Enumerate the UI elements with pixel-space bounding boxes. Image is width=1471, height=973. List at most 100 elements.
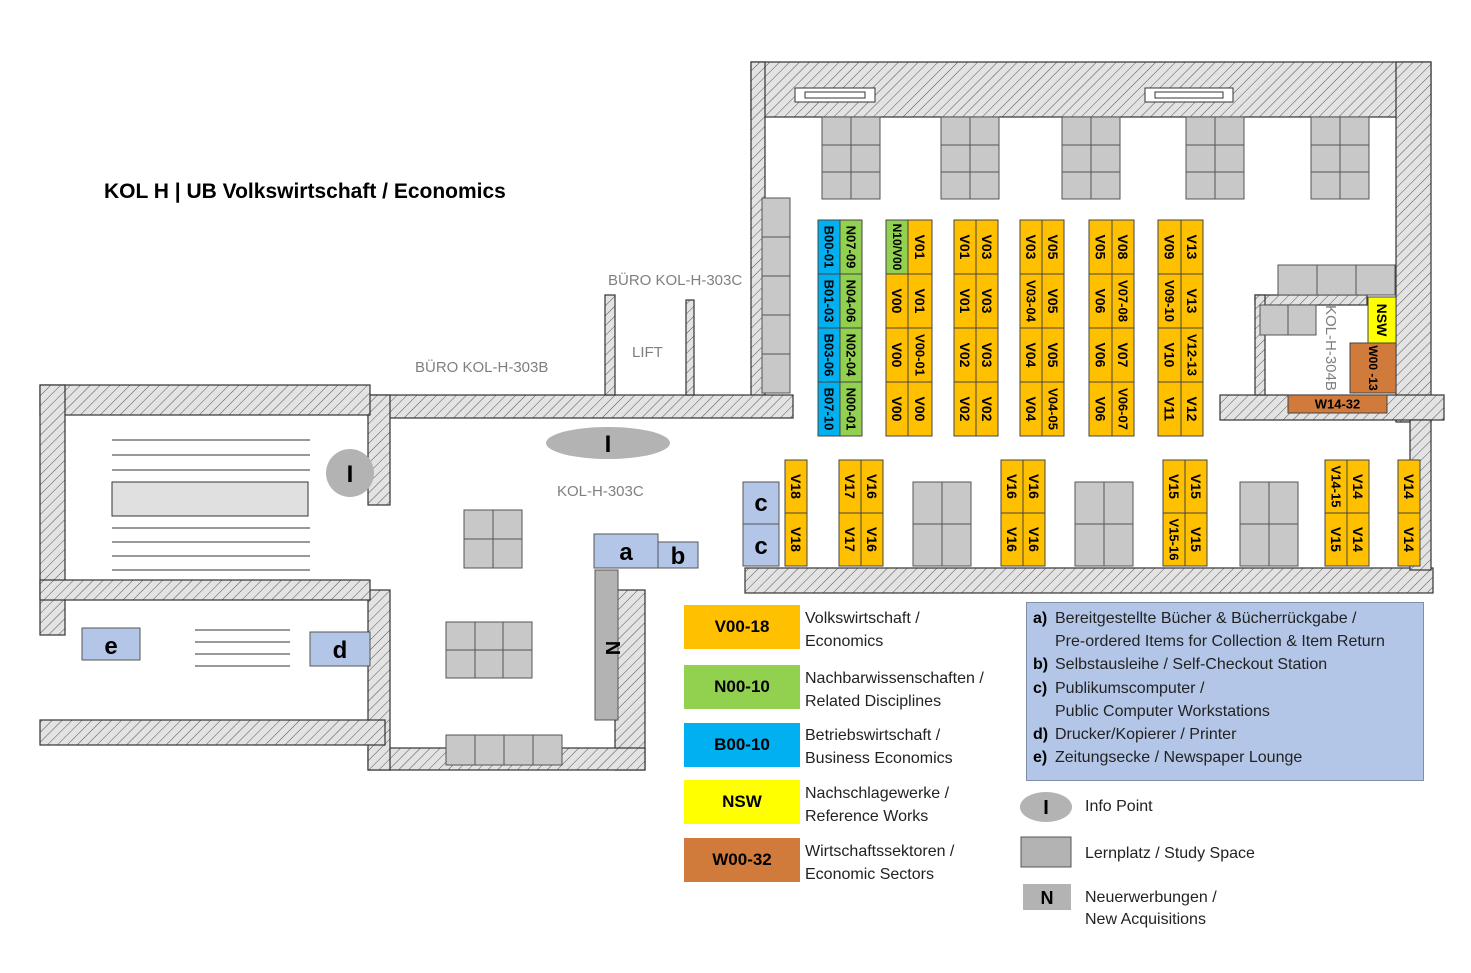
shelf-b7-0[interactable]: V15 (1184, 459, 1208, 514)
shelf-c4-1[interactable]: V03 (975, 273, 999, 329)
shelf-n_col-3[interactable]: N00-01 (839, 381, 863, 437)
shelf-b4-0[interactable]: V16 (1000, 459, 1024, 514)
shelf-b2-0[interactable]: V17 (838, 459, 862, 514)
shelf-c7-2[interactable]: V06 (1088, 327, 1113, 383)
shelf-c6-3[interactable]: V04-05 (1041, 381, 1065, 437)
shelf-b_col-2[interactable]: B03-06 (817, 327, 841, 383)
info-point-stair[interactable]: I (326, 449, 374, 497)
shelf-label: V16 (1004, 474, 1020, 499)
shelf-c8-2[interactable]: V07 (1111, 327, 1135, 383)
shelf-c9-2[interactable]: V10 (1157, 327, 1182, 383)
service-b-self-checkout[interactable]: b (657, 541, 699, 570)
shelf-c2-3[interactable]: V00 (907, 381, 933, 437)
service-c-computer-1[interactable]: c (742, 481, 780, 525)
shelf-b9-0[interactable]: V14 (1346, 459, 1370, 514)
room-label-303c: KOL-H-303C (557, 483, 644, 500)
shelf-c6-1[interactable]: V05 (1041, 273, 1065, 329)
shelf-label: V16 (1004, 527, 1020, 552)
shelf-b9-1[interactable]: V14 (1346, 512, 1370, 567)
info-symbol: I (605, 431, 612, 458)
info-point-hall[interactable]: I (546, 427, 670, 459)
shelf-w00-13[interactable]: W00 -13 (1349, 342, 1397, 394)
shelf-c2-2[interactable]: V00-01 (907, 327, 933, 383)
shelf-c5-1[interactable]: V03-04 (1019, 273, 1043, 329)
shelf-label: V06 (1093, 397, 1109, 422)
shelf-c9-3[interactable]: V11 (1157, 381, 1182, 437)
shelf-c6-2[interactable]: V05 (1041, 327, 1065, 383)
shelf-nsw[interactable]: NSW (1367, 296, 1397, 344)
shelf-c10-0[interactable]: V13 (1180, 219, 1204, 275)
shelf-n_col-1[interactable]: N04-06 (839, 273, 863, 329)
new-acquisitions-shelf[interactable]: N (594, 569, 623, 721)
shelf-b8-1[interactable]: V15 (1324, 512, 1348, 567)
shelf-c5-3[interactable]: V04 (1019, 381, 1043, 437)
shelf-n_col-2[interactable]: N02-04 (839, 327, 863, 383)
shelf-c1-0[interactable]: N10/V00 (885, 219, 909, 275)
shelf-b6-1[interactable]: V15-16 (1162, 512, 1186, 567)
shelf-segment-fill (1111, 381, 1135, 437)
shelf-c9-1[interactable]: V09-10 (1157, 273, 1182, 329)
shelf-b5-0[interactable]: V16 (1022, 459, 1046, 514)
shelf-c2-1[interactable]: V01 (907, 273, 933, 329)
shelf-c8-0[interactable]: V08 (1111, 219, 1135, 275)
shelf-b4-1[interactable]: V16 (1000, 512, 1024, 567)
shelf-c2-0[interactable]: V01 (907, 219, 933, 275)
shelf-c3-3[interactable]: V02 (953, 381, 977, 437)
shelf-c9-0[interactable]: V09 (1157, 219, 1182, 275)
shelf-c4-3[interactable]: V02 (975, 381, 999, 437)
shelf-b_col-1[interactable]: B01-03 (817, 273, 841, 329)
service-d-printer[interactable]: d (309, 631, 371, 667)
service-c-computer-2[interactable]: c (742, 523, 780, 567)
shelf-b3-1[interactable]: V16 (860, 512, 884, 567)
shelf-c7-0[interactable]: V05 (1088, 219, 1113, 275)
shelf-c3-0[interactable]: V01 (953, 219, 977, 275)
shelf-c1-2[interactable]: V00 (885, 327, 909, 383)
shelf-label: N10/V00 (890, 224, 904, 271)
shelf-b5-1[interactable]: V16 (1022, 512, 1046, 567)
shelf-b1-0[interactable]: V18 (784, 459, 808, 514)
shelf-label: N00-01 (844, 388, 859, 431)
shelf-c8-3[interactable]: V06-07 (1111, 381, 1135, 437)
shelf-c7-3[interactable]: V06 (1088, 381, 1113, 437)
service-a-pickup-return[interactable]: a (593, 533, 659, 569)
shelf-label: V02 (957, 343, 973, 368)
shelf-c1-1[interactable]: V00 (885, 273, 909, 329)
shelf-c5-2[interactable]: V04 (1019, 327, 1043, 383)
shelf-w14-32[interactable]: W14-32 (1287, 394, 1388, 414)
shelf-c8-1[interactable]: V07-08 (1111, 273, 1135, 329)
shelf-b10-1[interactable]: V14 (1397, 512, 1421, 567)
shelf-c6-0[interactable]: V05 (1041, 219, 1065, 275)
windows (794, 87, 1234, 103)
shelf-c7-1[interactable]: V06 (1088, 273, 1113, 329)
shelf-label: V15 (1188, 474, 1204, 499)
shelf-b6-0[interactable]: V15 (1162, 459, 1186, 514)
shelf-b_col-0[interactable]: B00-01 (817, 219, 841, 275)
shelf-b10-0[interactable]: V14 (1397, 459, 1421, 514)
shelf-b8-0[interactable]: V14-15 (1324, 459, 1348, 514)
service-e-newspaper[interactable]: e (81, 627, 141, 661)
shelf-c5-0[interactable]: V03 (1019, 219, 1043, 275)
shelf-b1-1[interactable]: V18 (784, 512, 808, 567)
shelf-n_col-0[interactable]: N07-09 (839, 219, 863, 275)
new-acquisitions-symbol: N (601, 641, 623, 655)
shelf-segment-fill (1180, 381, 1204, 437)
shelf-b_col-3[interactable]: B07-10 (817, 381, 841, 437)
shelf-label: V16 (864, 474, 880, 499)
service-b-label: b (671, 543, 686, 570)
shelf-b2-1[interactable]: V17 (838, 512, 862, 567)
shelf-c1-3[interactable]: V00 (885, 381, 909, 437)
shelf-c4-0[interactable]: V03 (975, 219, 999, 275)
shelf-label: N02-04 (844, 334, 859, 377)
shelf-label: V02 (957, 397, 973, 422)
shelf-label: V12-13 (1185, 334, 1200, 376)
shelf-c10-3[interactable]: V12 (1180, 381, 1204, 437)
shelf-c10-2[interactable]: V12-13 (1180, 327, 1204, 383)
shelf-c4-2[interactable]: V03 (975, 327, 999, 383)
shelf-b3-0[interactable]: V16 (860, 459, 884, 514)
shelf-c10-1[interactable]: V13 (1180, 273, 1204, 329)
shelf-label: B01-03 (822, 280, 837, 323)
shelf-c3-1[interactable]: V01 (953, 273, 977, 329)
shelf-c3-2[interactable]: V02 (953, 327, 977, 383)
shelf-b7-1[interactable]: V15 (1184, 512, 1208, 567)
